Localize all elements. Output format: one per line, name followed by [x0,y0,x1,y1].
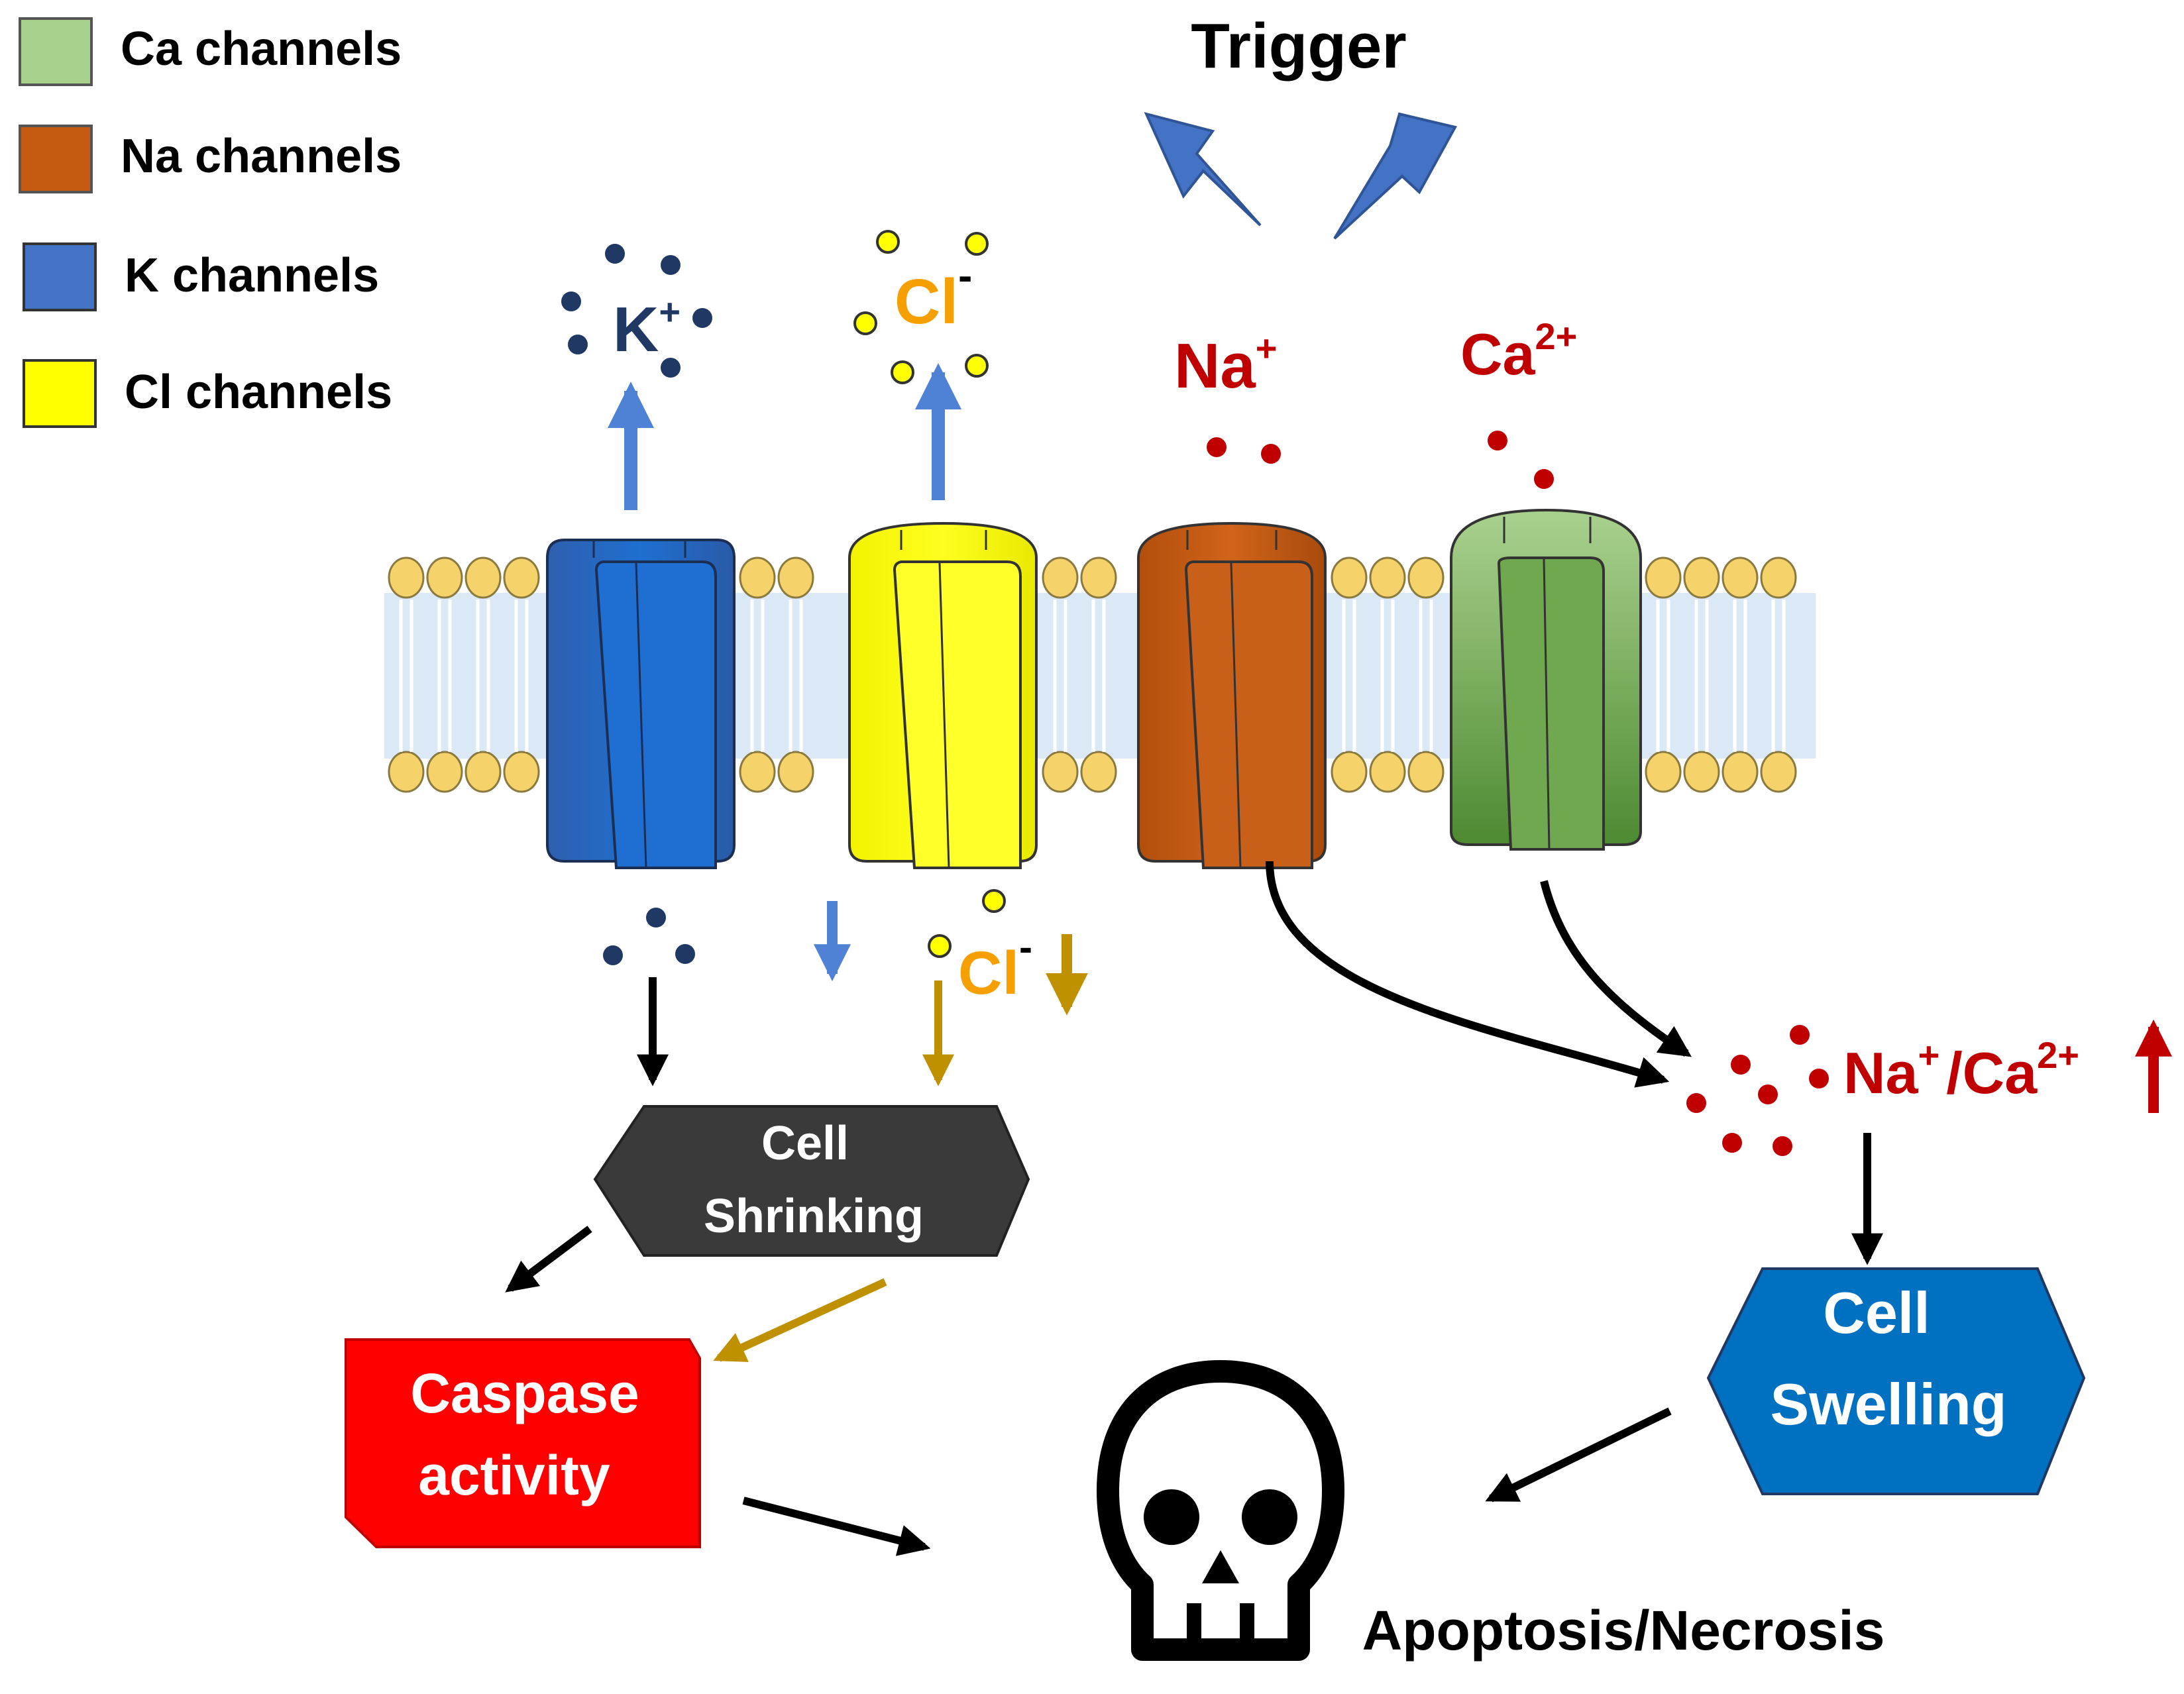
lipid-head [1042,751,1079,793]
shrinking-to-caspase-arrow [505,1226,592,1293]
cl-channel [848,521,1038,869]
cell-shrinking-line1: Cell [761,1117,849,1170]
ca-ions-outside [1488,431,1554,489]
k-channel [546,539,736,869]
lipid-head [1369,751,1406,793]
lipid-head [388,556,425,599]
lipid-head [1721,556,1759,599]
legend-item-cl: Cl channels [23,359,392,428]
lipid-head [464,556,502,599]
cl-low-label: Cl- [958,925,1032,1007]
lipid-head [1407,751,1445,793]
legend-item-ca: Ca channels [19,17,402,86]
na-ions-outside [1207,437,1281,464]
legend-label-na: Na channels [121,130,402,183]
na-ca-ions-cluster [1686,1025,1829,1156]
cl-ions-outside [853,230,989,384]
ca-channel [1450,508,1642,851]
cl-ions-inside [928,889,1006,958]
swelling-to-death-arrow [1485,1407,1672,1503]
na-to-high-arrow [1266,861,1670,1088]
na-ca-high-label: Na+/Ca2+ [1843,1034,2079,1106]
lipid-head [1042,556,1079,599]
lipid-head [1080,751,1117,793]
cell-shrinking-line2: Shrinking [704,1190,924,1243]
lipid-head [503,751,540,793]
lipid-head [388,751,425,793]
k-ions-inside [603,908,695,965]
na-ion-label: Na+ [1174,327,1277,401]
lipid-head [777,751,814,793]
na-channel [1137,521,1327,869]
lipid-head [503,556,540,599]
lipid-head [1331,556,1368,599]
lipid-head [739,556,776,599]
k-ion-label: K+ [613,291,681,365]
legend-swatch-ca [19,17,93,86]
lipid-head [1645,751,1682,793]
ca-ion-label: Ca2+ [1460,315,1577,387]
legend-item-na: Na channels [19,125,402,193]
cell-swelling-line2: Swelling [1771,1371,2007,1437]
lipid-head [1721,751,1759,793]
lipid-head [1683,556,1720,599]
shrinking-to-caspase-gold-arrow [713,1278,887,1362]
legend-label-ca: Ca channels [121,23,402,76]
lipid-head [426,751,463,793]
cell-swelling-node: Cell Swelling [1706,1267,2086,1495]
caspase-activity-node: Caspase activity [345,1338,701,1548]
k-ions-outside [561,244,712,378]
legend-swatch-na [19,125,93,193]
skull-icon [1097,1360,1344,1661]
lipid-head [426,556,463,599]
lipid-head [1683,751,1720,793]
cell-swelling-line1: Cell [1823,1280,1930,1346]
caspase-to-death-arrow [742,1497,931,1556]
lipid-head [1369,556,1406,599]
legend-label-k: K channels [125,249,379,302]
lipid-head [1331,751,1368,793]
lipid-head [1407,556,1445,599]
ca-to-high-arrow [1540,880,1692,1057]
legend-swatch-k [23,242,97,311]
lipid-head [1760,751,1797,793]
cell-shrinking-node: Cell Shrinking [593,1105,1030,1257]
lipid-head [1645,556,1682,599]
lipid-head [1080,556,1117,599]
caspase-line1: Caspase [410,1362,639,1424]
outcome-label: Apoptosis/Necrosis [1362,1599,1885,1662]
legend-label-cl: Cl channels [125,366,392,419]
legend-item-k: K channels [23,242,379,311]
lipid-head [777,556,814,599]
legend: Ca channels Na channels K channels Cl ch… [19,17,402,428]
lipid-head [1760,556,1797,599]
lipid-head [739,751,776,793]
caspase-line2: activity [418,1444,610,1507]
cl-ion-label: Cl- [895,252,972,337]
trigger-label: Trigger [1191,11,1406,81]
legend-swatch-cl [23,359,97,428]
lightning-bolt-icon [1144,112,1458,240]
lipid-head [464,751,502,793]
